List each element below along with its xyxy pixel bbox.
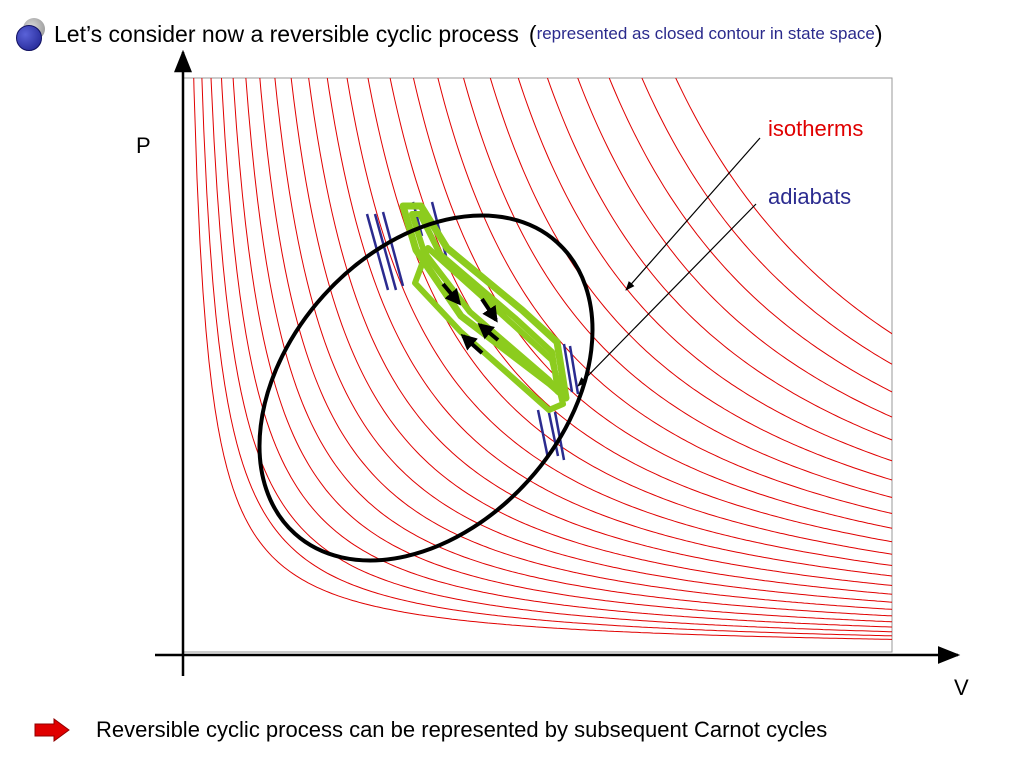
title-main-text: Let’s consider now a reversible cyclic p… bbox=[54, 20, 519, 47]
isotherm-curve bbox=[210, 78, 892, 633]
flow-arrow-icon bbox=[477, 322, 500, 342]
isotherm-curves bbox=[193, 78, 892, 640]
flow-arrow-icon bbox=[480, 297, 498, 323]
y-axis-label: P bbox=[136, 133, 151, 158]
isotherm-curve bbox=[367, 78, 892, 555]
isotherms-label: isotherms bbox=[768, 116, 863, 141]
slide-title: Let’s consider now a reversible cyclic p… bbox=[14, 14, 883, 54]
isotherm-curve bbox=[412, 78, 892, 529]
adiabat-segment bbox=[536, 409, 550, 459]
title-subtitle: represented as closed contour in state s… bbox=[536, 24, 875, 43]
isotherm-curve bbox=[489, 78, 892, 481]
flow-arrows bbox=[441, 282, 500, 355]
isotherm-curve bbox=[675, 78, 892, 335]
flow-arrow-icon bbox=[460, 333, 484, 355]
adiabats-pointer bbox=[577, 203, 757, 387]
adiabat-segment bbox=[568, 345, 580, 395]
title-paren-close: ) bbox=[874, 20, 883, 47]
bullet-icon bbox=[14, 18, 46, 51]
adiabat-segment bbox=[373, 213, 398, 291]
x-axis-label: V bbox=[954, 675, 969, 700]
adiabat-segment bbox=[381, 211, 405, 287]
adiabat-segment bbox=[546, 407, 560, 457]
isotherm-curve bbox=[437, 78, 892, 515]
footer: Reversible cyclic process can be represe… bbox=[34, 712, 827, 748]
adiabat-segment bbox=[365, 213, 390, 291]
isotherms-pointer bbox=[625, 137, 761, 291]
carnot-cycle-outer bbox=[399, 202, 570, 402]
isotherm-curve bbox=[259, 78, 892, 610]
isotherm-curve bbox=[546, 78, 892, 441]
isotherm-curve bbox=[232, 78, 892, 623]
isotherm-curve bbox=[274, 78, 892, 603]
red-arrow-icon bbox=[34, 718, 70, 742]
isotherm-curve bbox=[346, 78, 892, 567]
title-paren-open: ( bbox=[528, 20, 537, 47]
isotherm-curve bbox=[201, 78, 892, 637]
adiabats-label: adiabats bbox=[768, 184, 851, 209]
flow-arrow-icon bbox=[441, 282, 462, 306]
isotherm-curve bbox=[220, 78, 892, 628]
isotherm-curve bbox=[290, 78, 892, 595]
isotherm-curve bbox=[641, 78, 892, 365]
footer-text: Reversible cyclic process can be represe… bbox=[96, 717, 828, 742]
isotherm-curve bbox=[463, 78, 892, 498]
adiabat-segment bbox=[562, 343, 574, 393]
isotherm-curve bbox=[245, 78, 892, 617]
isotherm-curve bbox=[308, 78, 892, 586]
isotherm-curve bbox=[193, 78, 892, 640]
isotherm-curve bbox=[517, 78, 892, 462]
isotherm-curve bbox=[577, 78, 892, 418]
isotherm-curve bbox=[326, 78, 892, 577]
closed-contour bbox=[257, 213, 595, 563]
isotherm-curve bbox=[389, 78, 892, 543]
isotherm-curve bbox=[608, 78, 892, 393]
